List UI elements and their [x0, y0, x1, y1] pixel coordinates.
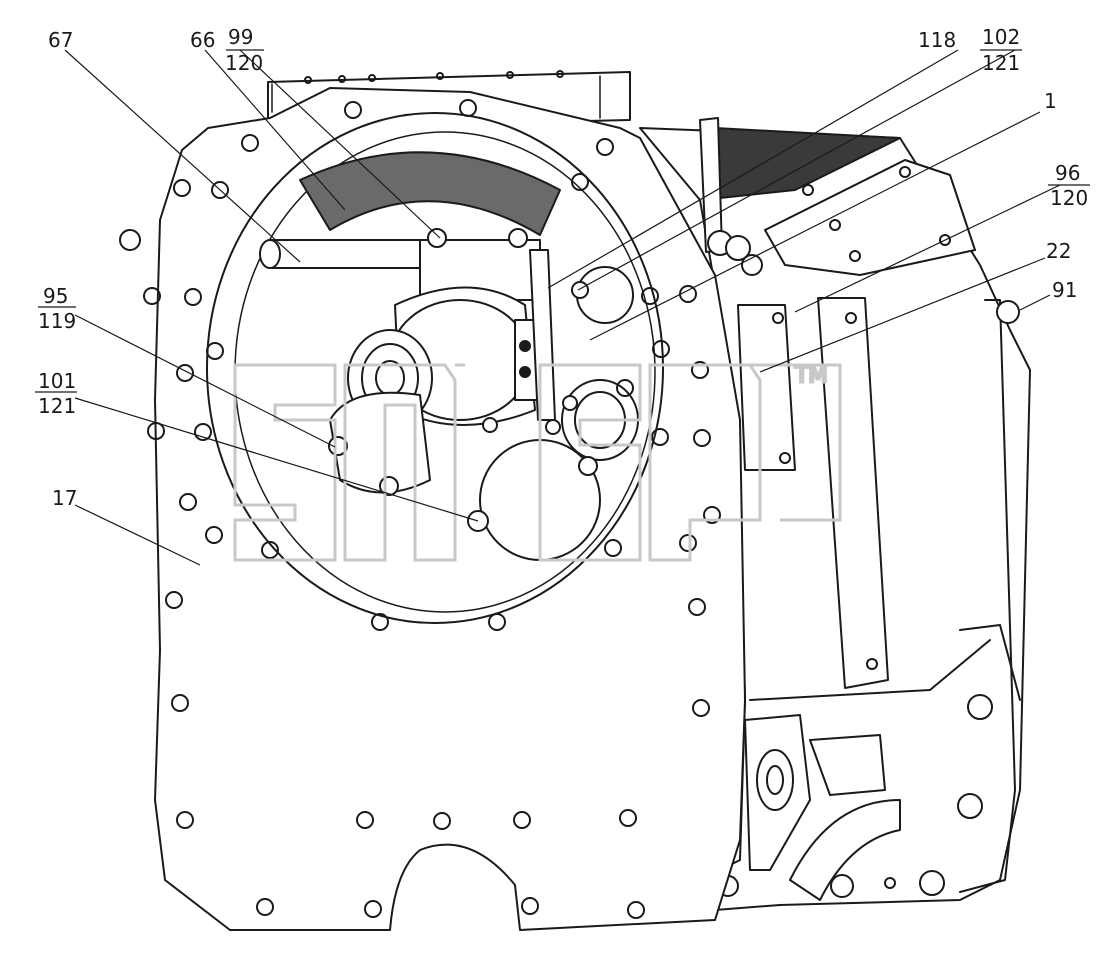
callout-95-top: 95 — [43, 284, 68, 308]
callout-101-bottom: 121 — [38, 394, 76, 418]
callout-102-bottom: 121 — [982, 51, 1020, 75]
callout-67: 67 — [48, 28, 73, 52]
callout-96-top: 96 — [1055, 161, 1080, 185]
watermark: TM — [233, 362, 842, 562]
watermark-tm: TM — [794, 363, 827, 388]
callout-17: 17 — [52, 486, 77, 510]
callout-101-top: 101 — [38, 369, 76, 393]
front-plate — [119, 87, 746, 931]
callout-1: 1 — [1044, 89, 1057, 113]
callout-95-bottom: 119 — [38, 309, 76, 333]
callout-118: 118 — [918, 28, 956, 52]
callout-102-top: 102 — [982, 25, 1020, 49]
callouts: 67 66 99 120 118 102 121 1 96 120 22 91 … — [38, 25, 1088, 510]
leader-lines — [64, 49, 1061, 566]
callout-22: 22 — [1046, 239, 1071, 263]
callout-99-bottom: 120 — [225, 51, 263, 75]
callout-96-bottom: 120 — [1050, 186, 1088, 210]
callout-91: 91 — [1052, 278, 1077, 302]
callout-66: 66 — [190, 28, 215, 52]
callout-99-top: 99 — [228, 25, 253, 49]
